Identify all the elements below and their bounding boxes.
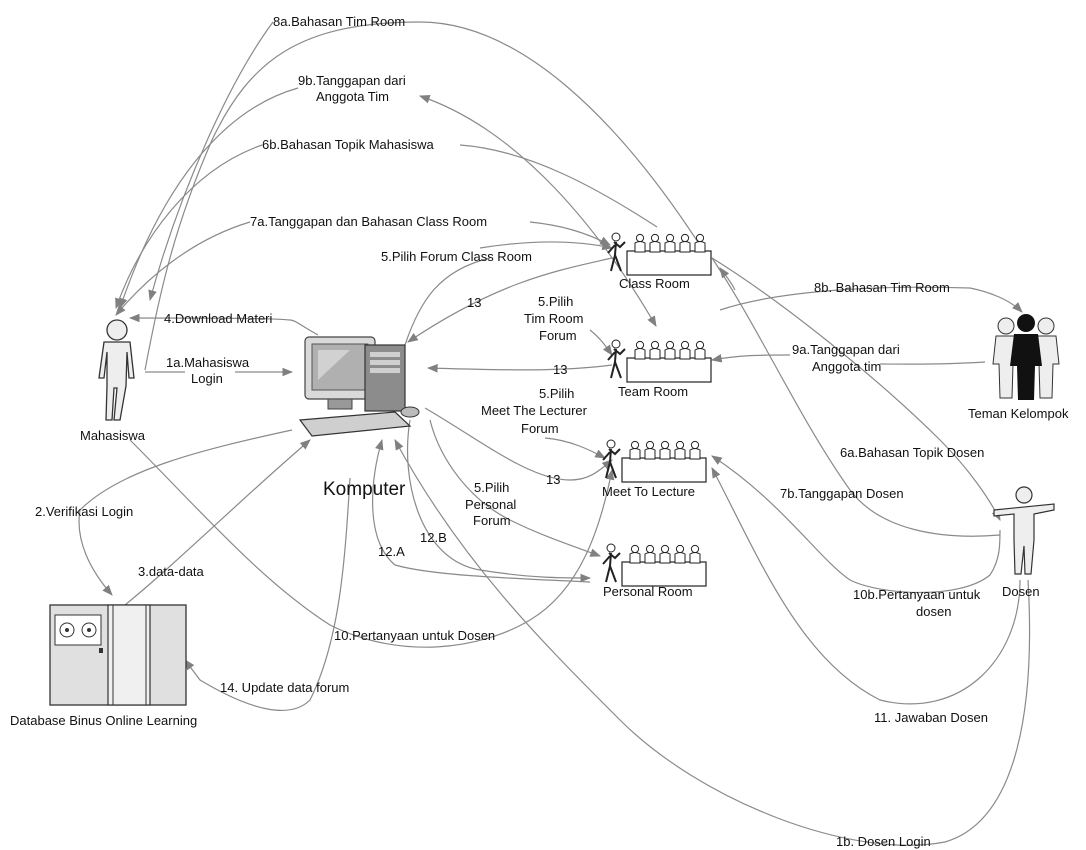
edge-13b — [426, 363, 613, 373]
label-2: 2.Verifikasi Login — [35, 504, 133, 519]
edge-13c — [424, 407, 613, 481]
edge-6b-left — [115, 144, 263, 310]
label-1a-line2: Login — [191, 371, 223, 386]
label-5-pers-line1: 5.Pilih — [474, 480, 509, 495]
teman-kelompok-label: Teman Kelompok — [968, 406, 1069, 421]
edge-5meet — [544, 437, 606, 459]
label-5-class: 5.Pilih Forum Class Room — [381, 249, 532, 264]
label-8a: 8a.Bahasan Tim Room — [273, 14, 405, 29]
edge-9a-b — [710, 354, 791, 363]
label-5-meet-line1: 5.Pilih — [539, 386, 574, 401]
label-6b: 6b.Bahasan Topik Mahasiswa — [262, 137, 435, 152]
edge-9b — [418, 95, 657, 327]
label-1a-line1: 1a.Mahasiswa — [166, 355, 250, 370]
edge-12b — [407, 419, 592, 583]
edge-5pers — [429, 419, 602, 557]
personal-room-icon — [603, 544, 706, 586]
label-7b: 7b.Tanggapan Dosen — [780, 486, 904, 501]
edge-7b — [711, 257, 1001, 537]
edge-10 — [129, 439, 615, 648]
dosen-node: Dosen — [993, 486, 1055, 599]
edges — [78, 21, 1031, 846]
desktop-computer-icon — [298, 336, 420, 437]
label-13-meet: 13 — [546, 472, 560, 487]
edge-9b-left — [119, 87, 299, 310]
dosen-label: Dosen — [1002, 584, 1040, 599]
edge-2 — [78, 429, 293, 596]
edge-6a — [711, 257, 1001, 521]
database-node: Database Binus Online Learning — [10, 604, 197, 728]
group-people-icon — [992, 314, 1060, 400]
meet-lecture-label: Meet To Lecture — [602, 484, 695, 499]
label-12b: 12.B — [420, 530, 447, 545]
mahasiswa-label: Mahasiswa — [80, 428, 146, 443]
label-5-tim-line1: 5.Pilih — [538, 294, 573, 309]
edge-4b — [289, 319, 319, 336]
label-6a: 6a.Bahasan Topik Dosen — [840, 445, 984, 460]
class-room-node: Class Room — [608, 233, 711, 291]
edge-11 — [711, 467, 1021, 705]
label-1b: 1b. Dosen Login — [836, 834, 931, 849]
team-room-label: Team Room — [618, 384, 688, 399]
komputer-label: Komputer — [323, 479, 406, 500]
mahasiswa-node: Mahasiswa — [80, 319, 146, 443]
edge-10b — [711, 455, 1001, 594]
edge-7b-tail — [719, 267, 736, 291]
student-figure-icon — [98, 319, 135, 421]
edge-labels: 8a.Bahasan Tim Room 9b.Tanggapan dari An… — [35, 14, 988, 849]
label-10b-line1: 10b.Pertanyaan untuk — [853, 587, 981, 602]
label-5-meet-line2: Meet The Lecturer — [481, 403, 588, 418]
edge-3 — [124, 439, 311, 606]
label-5-tim-line3: Forum — [539, 328, 577, 343]
label-14: 14. Update data forum — [220, 680, 349, 695]
edge-4 — [128, 313, 291, 323]
meet-lecture-icon — [603, 440, 706, 482]
label-8b: 8b. Bahasan Tim Room — [814, 280, 950, 295]
label-5-meet-line3: Forum — [521, 421, 559, 436]
edge-14 — [184, 477, 351, 711]
server-cabinet-icon — [49, 604, 187, 706]
label-13-team: 13 — [553, 362, 567, 377]
meet-lecture-node: Meet To Lecture — [602, 440, 706, 499]
edge-5class — [479, 241, 614, 251]
edge-12a — [372, 438, 591, 583]
edge-7a-left — [115, 221, 251, 316]
edge-8b — [719, 286, 1023, 313]
label-10: 10.Pertanyaan untuk Dosen — [334, 628, 495, 643]
team-room-icon — [608, 340, 711, 382]
label-5-pers-line2: Personal — [465, 497, 516, 512]
edge-7a — [529, 221, 611, 246]
edge-8a-tail — [148, 21, 274, 302]
label-5-pers-line3: Forum — [473, 513, 511, 528]
label-7a: 7a.Tanggapan dan Bahasan Class Room — [250, 214, 487, 229]
label-10b-line2: dosen — [916, 604, 951, 619]
label-4: 4.Download Materi — [164, 311, 272, 326]
edge-5tim — [589, 329, 613, 356]
komputer-node: Komputer — [298, 336, 420, 500]
edge-5class-from — [404, 257, 491, 346]
label-5-tim-line2: Tim Room — [524, 311, 583, 326]
label-11: 11. Jawaban Dosen — [874, 710, 988, 725]
lecturer-figure-icon — [993, 486, 1055, 575]
label-9b-line2: Anggota Tim — [316, 89, 389, 104]
personal-room-label: Personal Room — [603, 584, 693, 599]
teman-kelompok-node: Teman Kelompok — [968, 314, 1069, 421]
personal-room-node: Personal Room — [603, 544, 706, 599]
database-label: Database Binus Online Learning — [10, 713, 197, 728]
team-room-node: Team Room — [608, 340, 711, 399]
label-9b-line1: 9b.Tanggapan dari — [298, 73, 406, 88]
edge-9a — [879, 361, 986, 365]
edge-6b — [459, 144, 658, 228]
label-9a-line2: Anggota tim — [812, 359, 881, 374]
class-room-label: Class Room — [619, 276, 690, 291]
edge-13a — [407, 257, 613, 343]
label-12a: 12.A — [378, 544, 405, 559]
edge-1b — [394, 439, 1031, 846]
label-9a-line1: 9a.Tanggapan dari — [792, 342, 900, 357]
label-13-class: 13 — [467, 295, 481, 310]
label-3: 3.data-data — [138, 564, 205, 579]
